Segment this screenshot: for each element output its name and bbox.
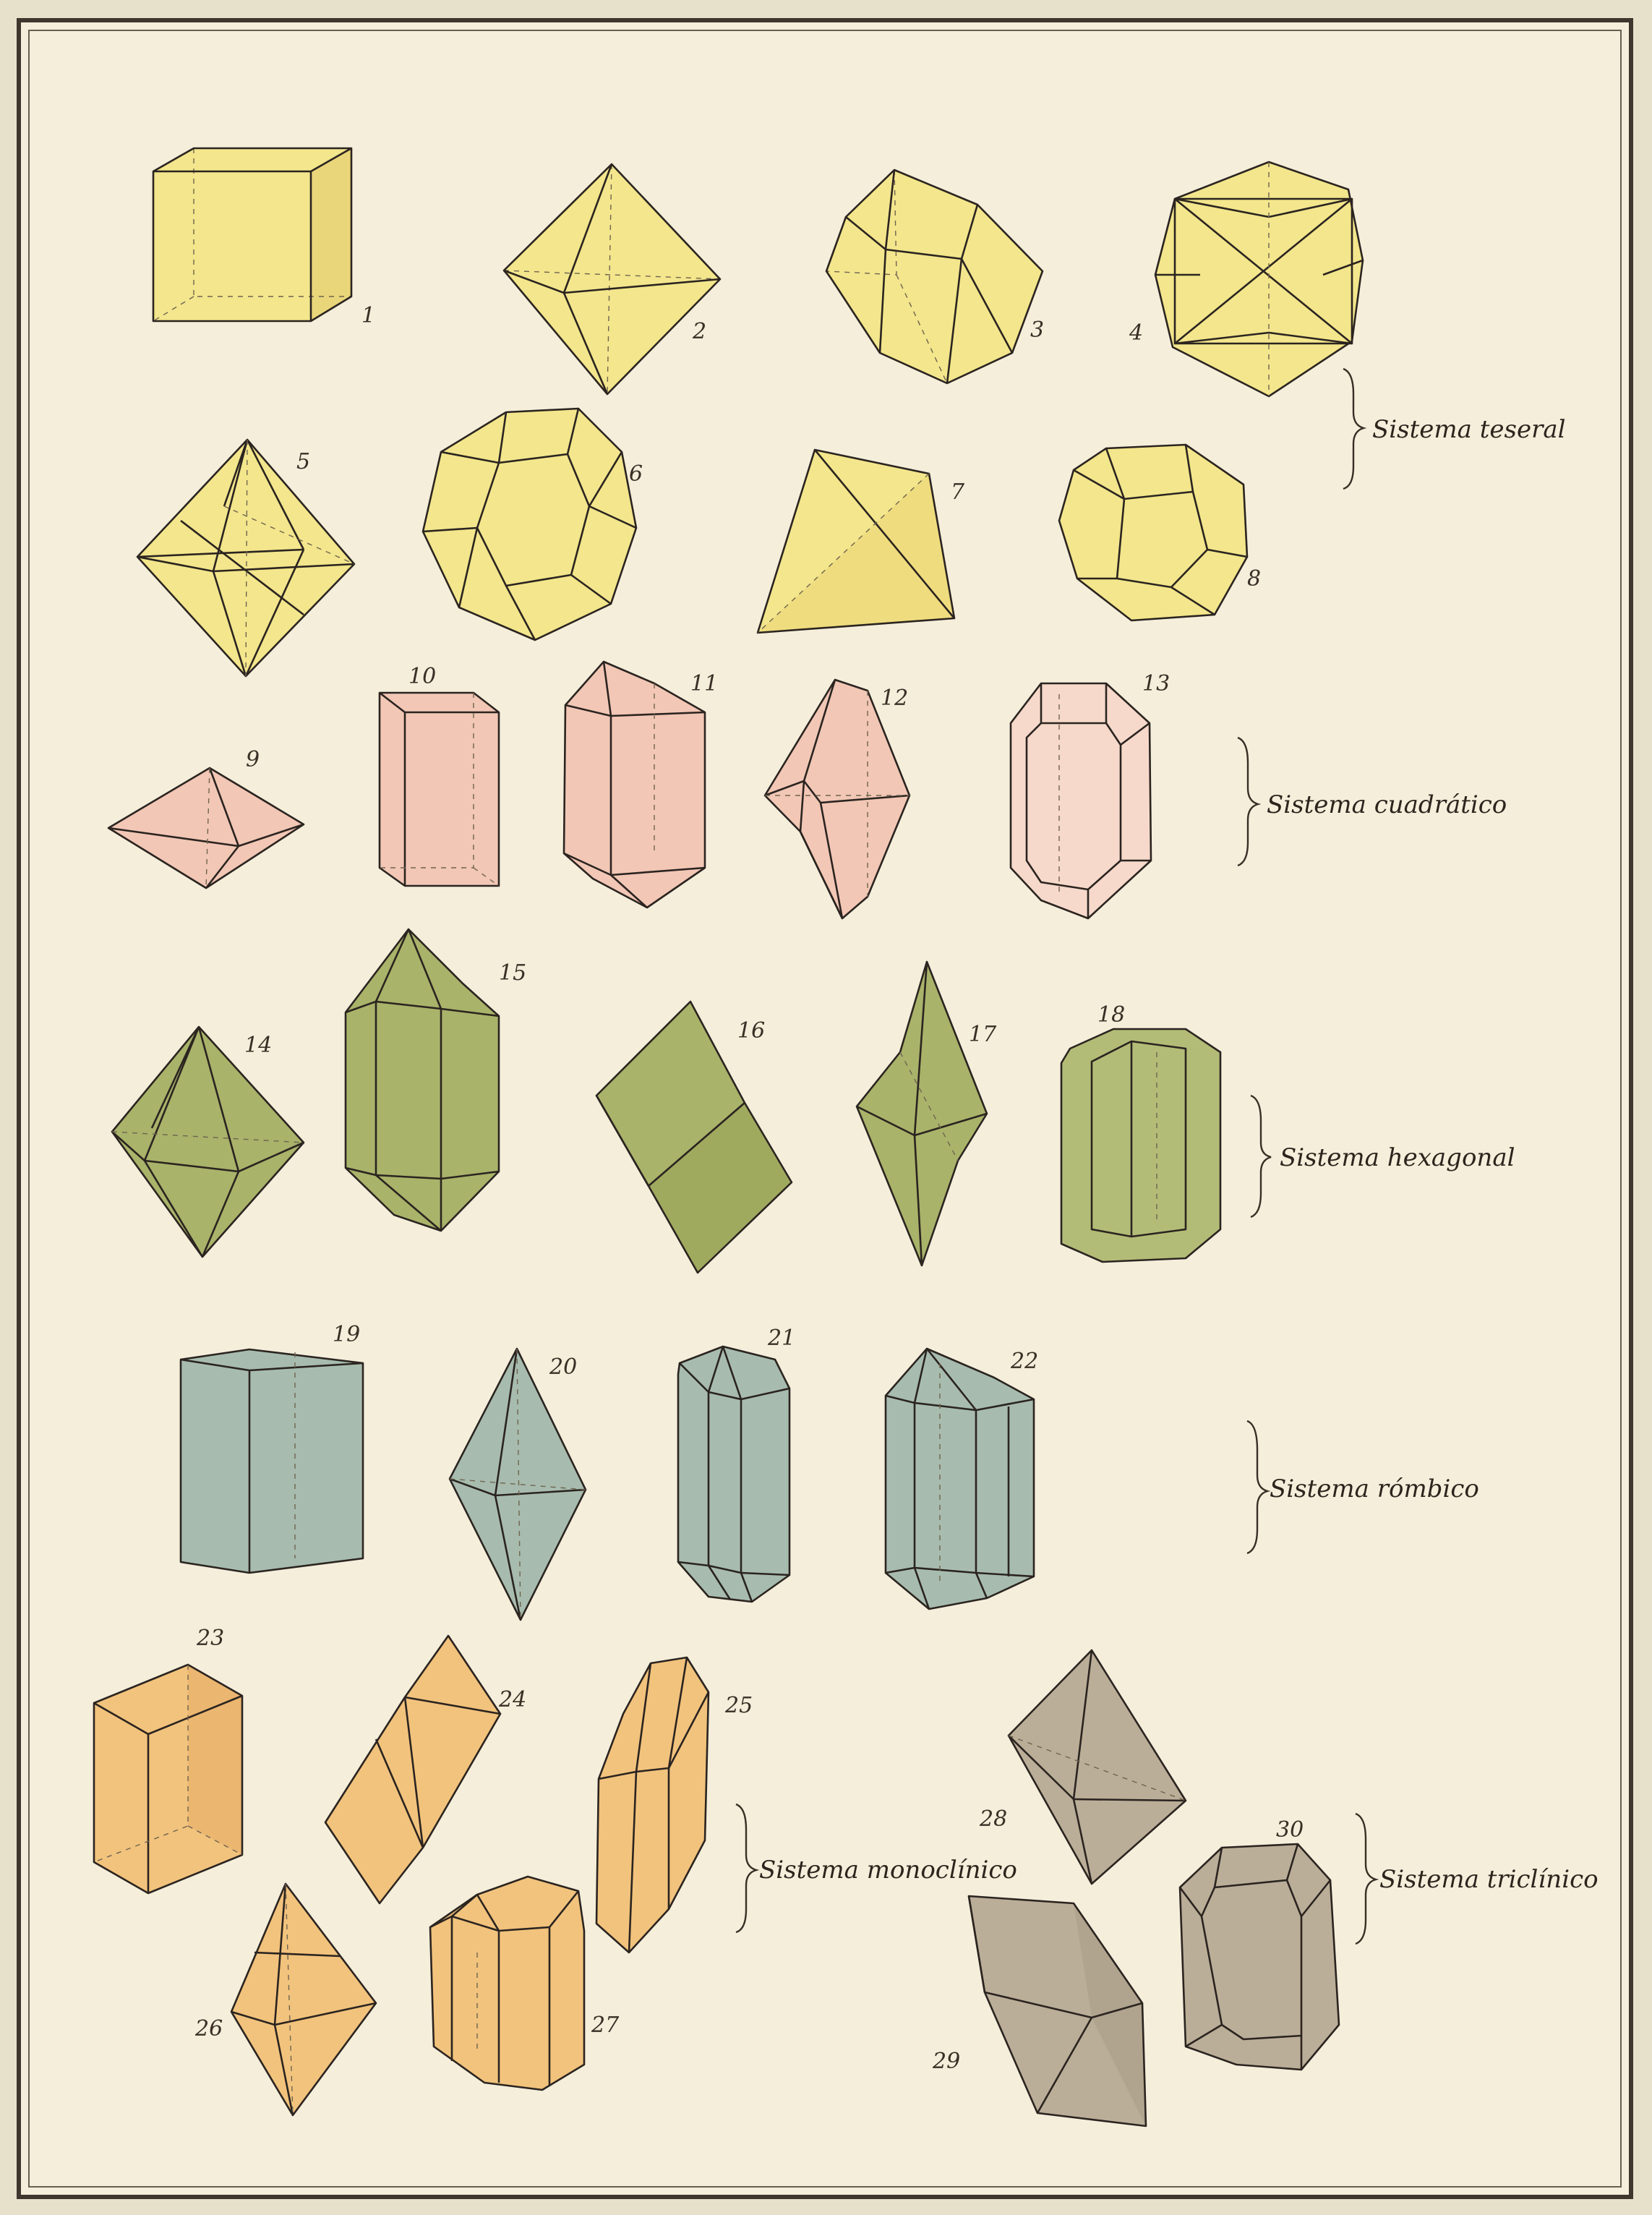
crystal-label: 27 xyxy=(591,2013,620,2038)
crystal-19: 19 xyxy=(181,1322,363,1573)
crystal-label: 19 xyxy=(333,1322,360,1347)
crystal-label: 30 xyxy=(1276,1817,1304,1843)
crystal-label: 11 xyxy=(690,671,718,696)
crystal-label: 2 xyxy=(692,319,706,344)
label-sistema-monoclinico: Sistema monoclínico xyxy=(759,1856,1017,1885)
crystal-label: 9 xyxy=(246,747,260,772)
crystal-label: 24 xyxy=(498,1687,526,1712)
crystal-label: 14 xyxy=(244,1033,272,1058)
crystal-1: 1 xyxy=(153,148,375,328)
crystal-label: 3 xyxy=(1030,317,1044,343)
label-sistema-teseral: Sistema teseral xyxy=(1372,415,1565,444)
crystal-label: 15 xyxy=(499,960,526,986)
crystal-21: 21 xyxy=(678,1326,795,1602)
label-sistema-cuadratico: Sistema cuadrático xyxy=(1267,790,1507,819)
label-sistema-hexagonal: Sistema hexagonal xyxy=(1280,1143,1515,1172)
crystal-label: 7 xyxy=(951,479,965,505)
crystal-label: 8 xyxy=(1247,566,1261,592)
crystal-label: 23 xyxy=(196,1626,224,1651)
crystal-label: 18 xyxy=(1097,1002,1125,1028)
label-sistema-rombico: Sistema rómbico xyxy=(1270,1474,1479,1503)
crystal-label: 26 xyxy=(194,2016,223,2041)
crystal-label: 20 xyxy=(549,1354,577,1380)
crystal-label: 12 xyxy=(881,686,908,711)
crystal-label: 22 xyxy=(1010,1349,1038,1374)
crystal-label: 29 xyxy=(932,2049,960,2074)
crystal-label: 28 xyxy=(979,1806,1007,1832)
crystal-label: 13 xyxy=(1142,671,1170,696)
crystal-label: 21 xyxy=(767,1326,795,1351)
crystal-label: 10 xyxy=(408,664,436,689)
crystal-label: 25 xyxy=(724,1693,753,1718)
label-sistema-triclinico: Sistema triclínico xyxy=(1379,1865,1598,1894)
crystal-label: 4 xyxy=(1129,320,1143,346)
crystal-label: 17 xyxy=(969,1022,997,1047)
crystal-label: 1 xyxy=(361,303,375,328)
crystal-18: 18 xyxy=(1061,1002,1220,1262)
crystal-label: 16 xyxy=(737,1018,765,1044)
crystal-label: 6 xyxy=(629,461,643,487)
crystal-label: 5 xyxy=(296,449,310,474)
